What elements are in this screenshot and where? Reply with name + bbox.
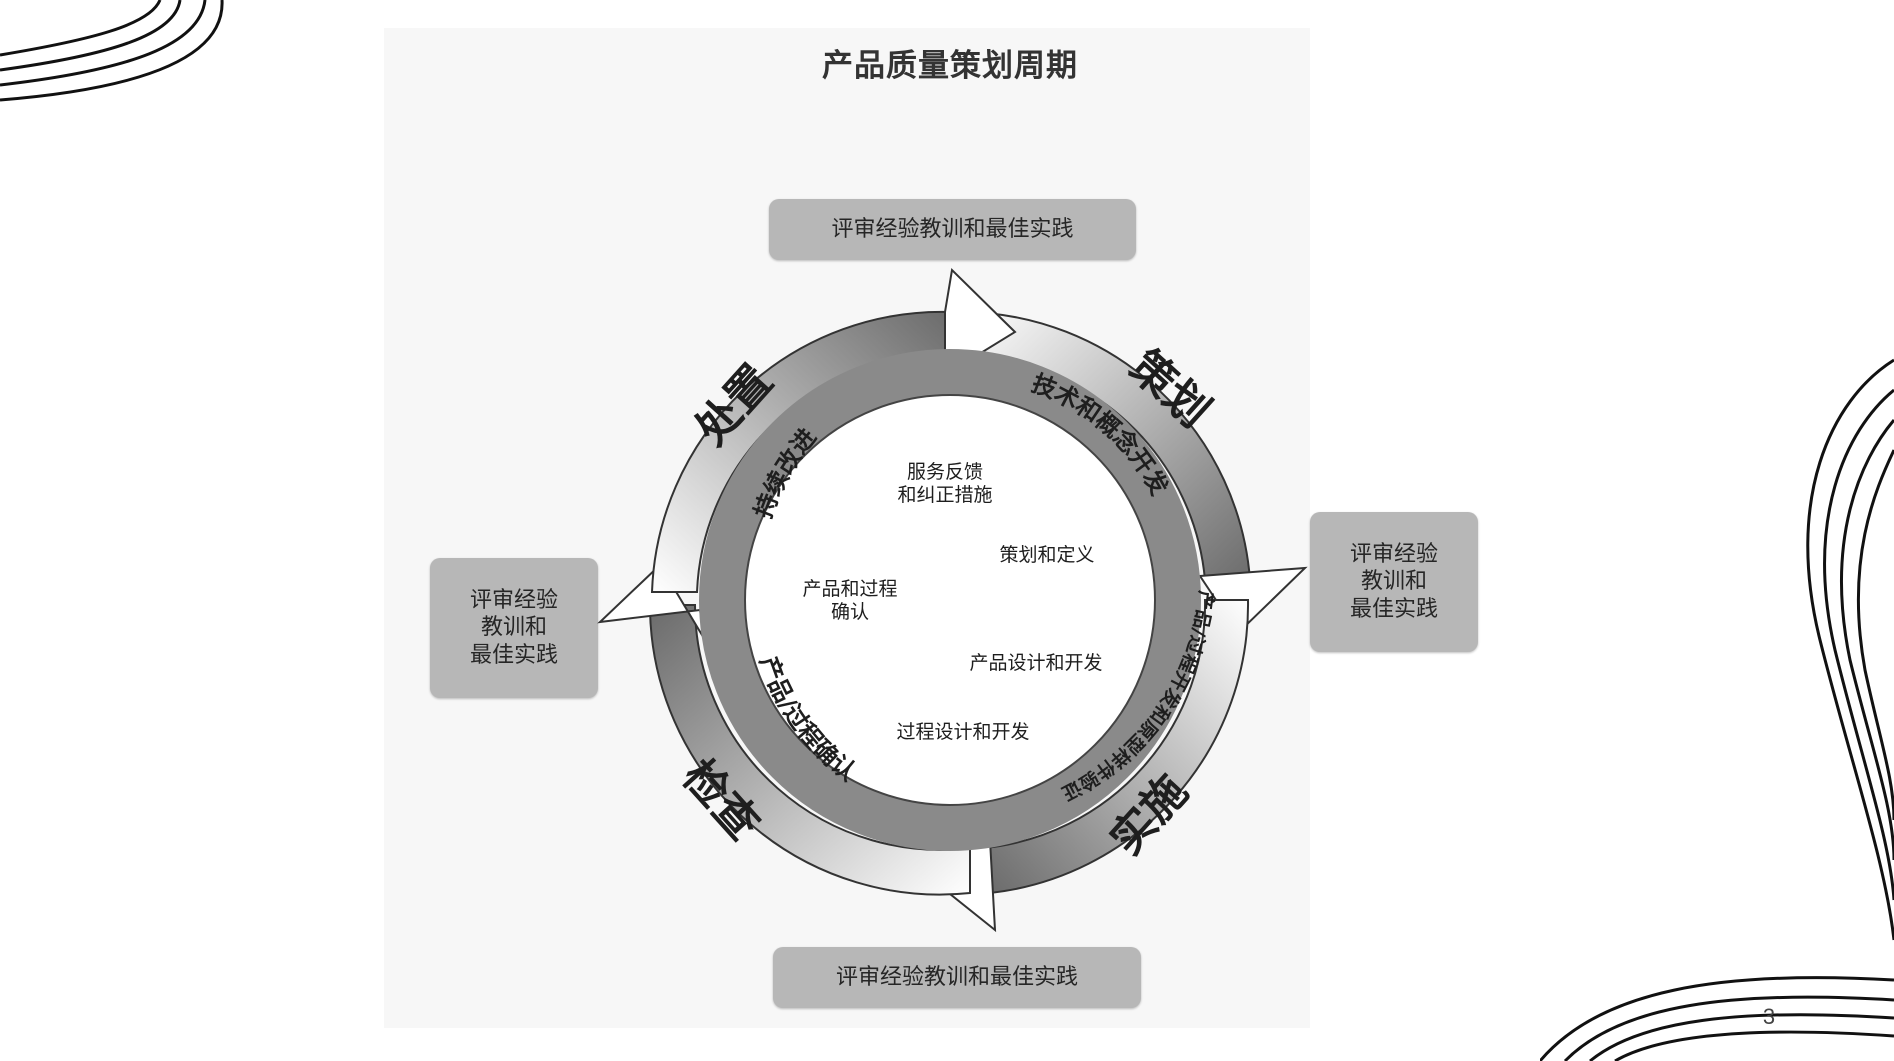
lessons-learned-box-left: 评审经验 教训和 最佳实践 <box>430 558 598 698</box>
lessons-learned-box-right: 评审经验 教训和 最佳实践 <box>1310 512 1478 652</box>
center-circle <box>744 394 1156 806</box>
decorative-waves-bottom-right <box>1540 976 1894 1061</box>
center-item-product-design: 产品设计和开发 <box>969 652 1102 674</box>
decorative-waves-top-left <box>0 0 224 102</box>
pdca-cycle-diagram: 策划 实施 检查 处置 技术和概念开发 产品/过程开发和原型样件验证 产品/过程… <box>597 267 1308 933</box>
inner-ring <box>699 349 1201 851</box>
page-number: 3 <box>1762 1004 1776 1029</box>
center-item-service-feedback: 服务反馈和纠正措施 <box>897 461 992 506</box>
page-title: 产品质量策划周期 <box>822 48 1078 84</box>
center-item-process-design: 过程设计和开发 <box>896 721 1029 743</box>
center-item-product-process-validation: 产品和过程确认 <box>802 578 897 623</box>
decorative-waves-right <box>1806 358 1894 941</box>
lessons-learned-box-bottom: 评审经验教训和最佳实践 <box>773 947 1141 1008</box>
center-item-plan-define: 策划和定义 <box>999 544 1094 566</box>
lessons-learned-box-top: 评审经验教训和最佳实践 <box>769 199 1136 260</box>
ring-segment-act <box>650 267 1017 593</box>
